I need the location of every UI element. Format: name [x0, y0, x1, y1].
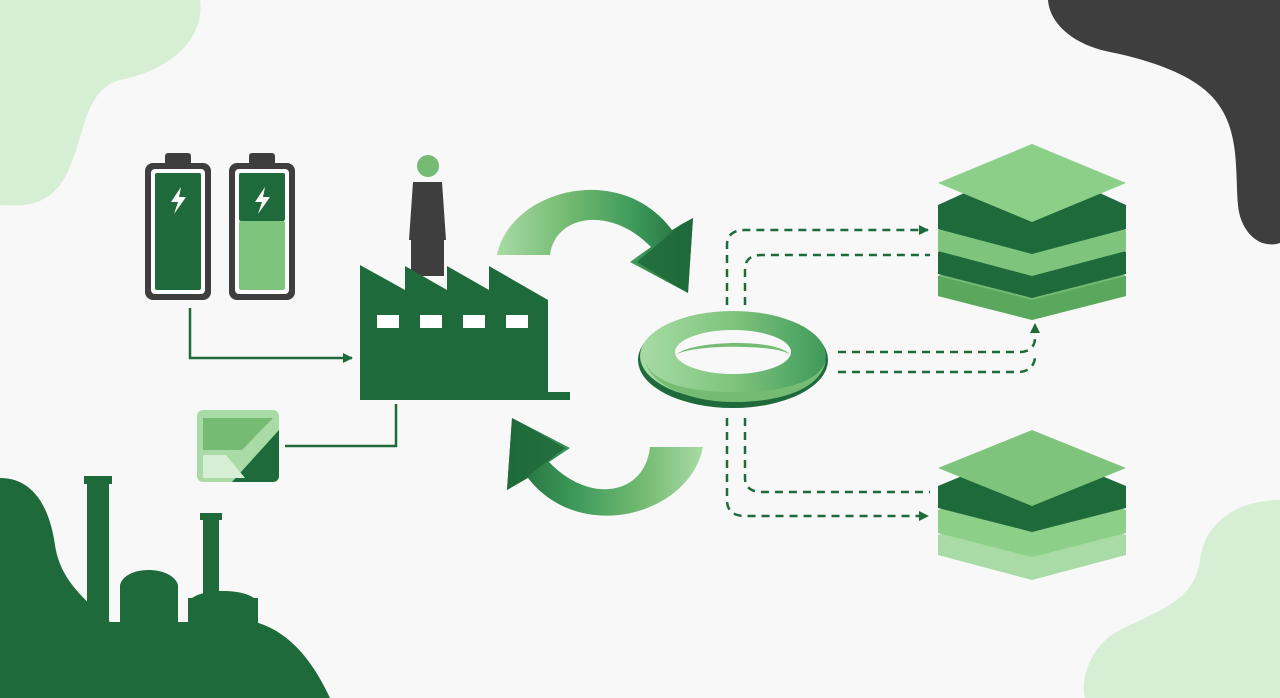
corner-blob-top-left	[0, 0, 201, 206]
recycle-arrow-bottom-icon	[507, 418, 703, 516]
ring-icon	[638, 311, 828, 408]
battery-charging-icon	[229, 153, 295, 300]
ring-to-stack-top-mid	[743, 253, 930, 305]
recycle-arrow-top-icon	[497, 189, 693, 293]
layered-stack-top-icon	[938, 144, 1126, 320]
ring-to-stack-top-lower	[838, 355, 1037, 374]
raw-material-icon	[197, 410, 279, 482]
ring-to-stack-top-upper	[725, 225, 929, 305]
battery-to-factory-arrow	[188, 308, 353, 363]
battery-full-icon	[145, 153, 211, 300]
dashed-connectors	[725, 225, 1040, 521]
layered-stack-bottom-icon	[938, 430, 1126, 580]
corner-blob-top-right	[1048, 0, 1280, 245]
material-to-factory-line	[285, 404, 398, 448]
corner-blob-bottom-right	[1083, 500, 1280, 698]
ring-to-stack-bottom	[725, 418, 929, 521]
ring-to-stack-top-right	[838, 323, 1040, 354]
industrial-silhouette-icon	[0, 476, 330, 698]
factory-icon	[360, 155, 570, 400]
ring-to-stack-bottom-mid	[743, 418, 930, 494]
